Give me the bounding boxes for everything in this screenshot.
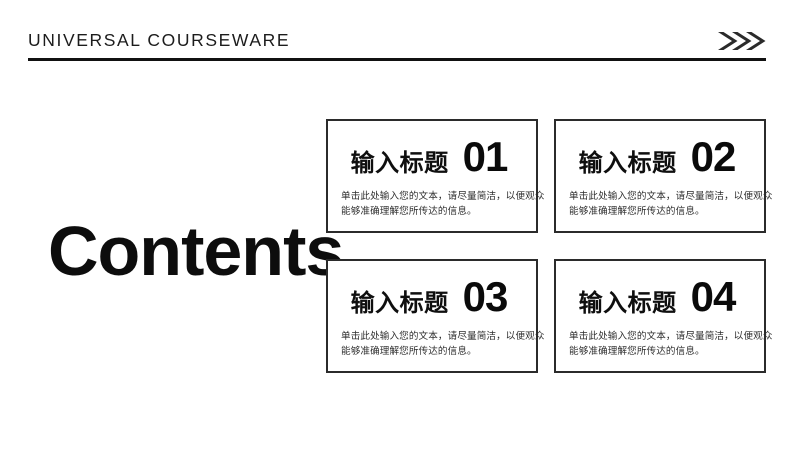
card-header: 输入标题 03 — [328, 275, 530, 321]
card-description: 单击此处输入您的文本，请尽量简洁，以便观众能够准确理解您所传达的信息。 — [569, 191, 773, 217]
card-header: 输入标题 01 — [328, 135, 530, 181]
contents-card[interactable]: 输入标题 02 单击此处输入您的文本，请尽量简洁，以便观众能够准确理解您所传达的… — [554, 119, 772, 233]
card-title: 输入标题 — [578, 150, 677, 177]
card-title: 输入标题 — [578, 290, 677, 317]
card-number: 04 — [690, 273, 737, 320]
contents-card-grid: 输入标题 01 单击此处输入您的文本，请尽量简洁，以便观众能够准确理解您所传达的… — [326, 119, 772, 375]
contents-card[interactable]: 输入标题 04 单击此处输入您的文本，请尽量简洁，以便观众能够准确理解您所传达的… — [554, 259, 772, 373]
card-header: 输入标题 02 — [556, 135, 758, 181]
card-header: 输入标题 04 — [556, 275, 758, 321]
card-description: 单击此处输入您的文本，请尽量简洁，以便观众能够准确理解您所传达的信息。 — [341, 191, 545, 217]
page-title: UNIVERSAL COURSEWARE — [28, 30, 291, 50]
contents-card[interactable]: 输入标题 03 单击此处输入您的文本，请尽量简洁，以便观众能够准确理解您所传达的… — [326, 259, 544, 373]
card-title: 输入标题 — [350, 150, 449, 177]
card-number: 02 — [690, 133, 737, 180]
card-description: 单击此处输入您的文本，请尽量简洁，以便观众能够准确理解您所传达的信息。 — [341, 331, 545, 357]
contents-card[interactable]: 输入标题 01 单击此处输入您的文本，请尽量简洁，以便观众能够准确理解您所传达的… — [326, 119, 544, 233]
card-description: 单击此处输入您的文本，请尽量简洁，以便观众能够准确理解您所传达的信息。 — [569, 331, 773, 357]
contents-heading: Contents — [48, 212, 344, 290]
card-number: 03 — [462, 273, 509, 320]
slide-header: UNIVERSAL COURSEWARE — [28, 28, 766, 62]
triple-chevron-right-icon — [716, 31, 766, 51]
header-divider — [28, 58, 766, 61]
card-title: 输入标题 — [350, 290, 449, 317]
card-number: 01 — [462, 133, 509, 180]
